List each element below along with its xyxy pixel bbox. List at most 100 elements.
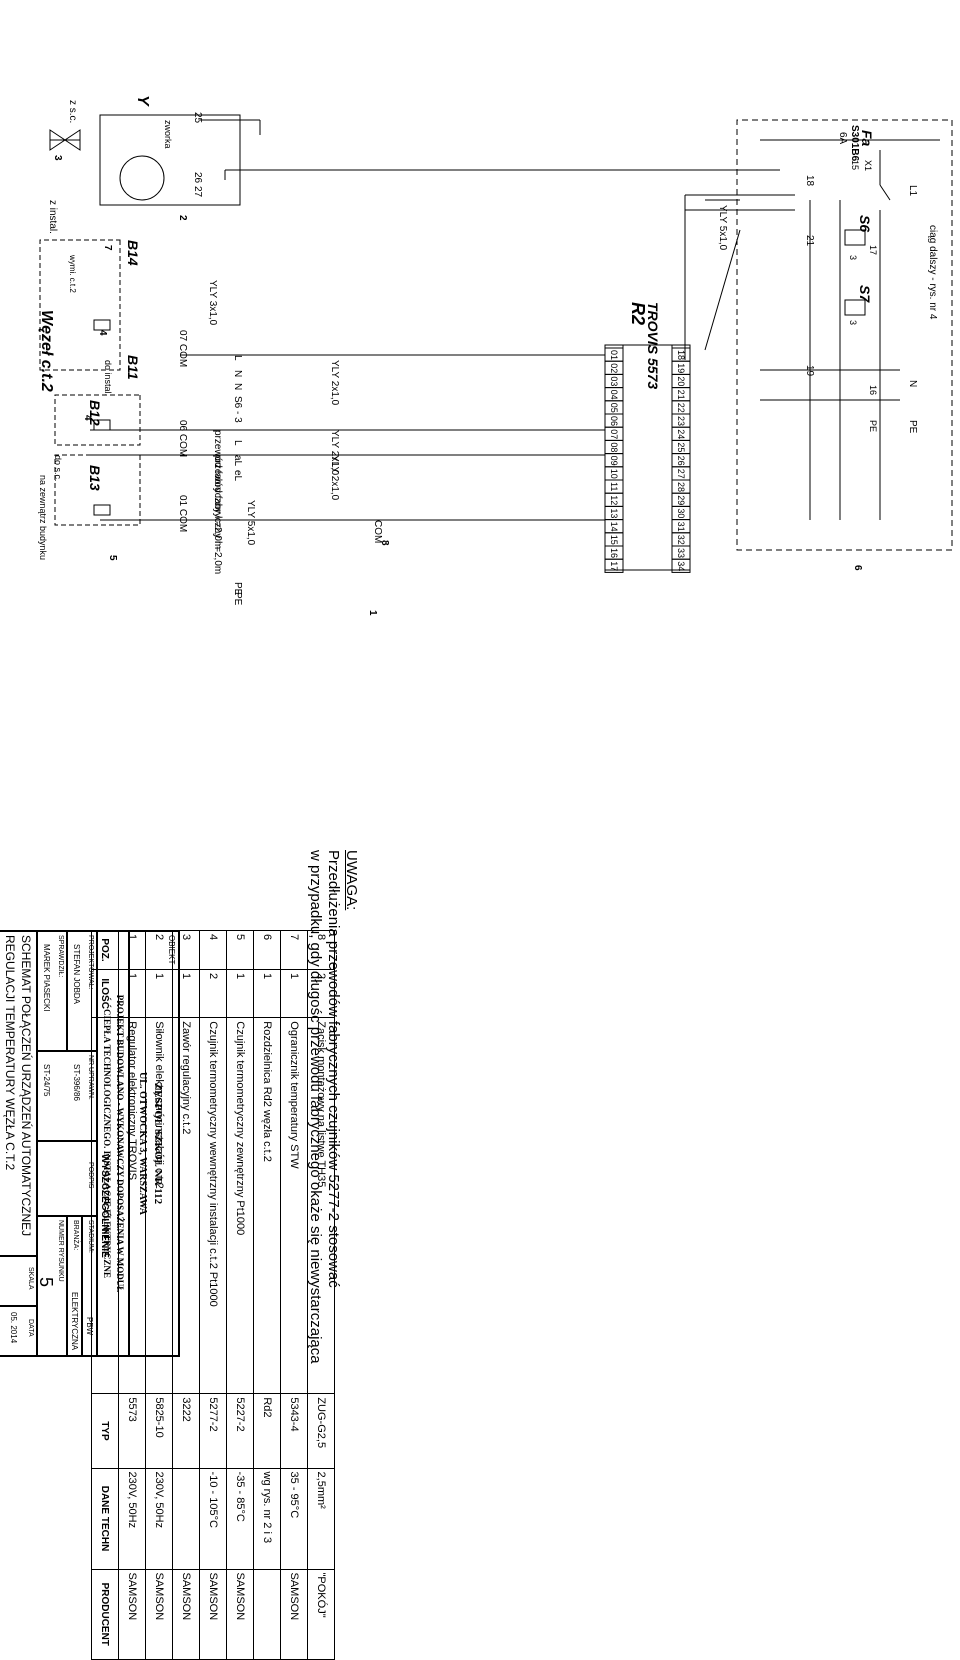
sensor-b12-name: B12: [87, 400, 103, 426]
title-block: OBIEKT ZESPÓŁ SZKÓŁ NR 112 UL. OTWOCKA 3…: [0, 930, 180, 1357]
switch-s6-pin: 3: [848, 255, 858, 260]
terminal-bottom-label: 11: [609, 482, 619, 491]
terminal-top-label: 18: [676, 350, 686, 360]
tb-scale-label: SKALA: [27, 1267, 34, 1290]
controller-name: R2: [628, 302, 648, 325]
power-label-l: L: [232, 355, 243, 361]
tb-title-cell: SCHEMAT POŁĄCZEŃ URZĄDZEŃ AUTOMATYCZNEJ …: [0, 931, 37, 1256]
tb-sign-label: PODPIS: [87, 1162, 94, 1189]
terminal-top-label: 32: [676, 535, 686, 545]
terminal-top-box: [671, 558, 691, 573]
cable-factory2: przewód fabryczny l =2,0m: [212, 455, 223, 574]
terminal-bottom-label: 05: [609, 403, 619, 413]
switchboard-enclosure: [736, 119, 953, 551]
power-label-al: aL: [232, 455, 243, 467]
power-label-n1: N: [232, 370, 243, 377]
tb-perm-label: NR UPRAWN.: [87, 1055, 94, 1100]
terminal-top-label: 22: [676, 403, 686, 413]
fuse-rating: 6A: [837, 132, 848, 145]
parts-cell: 5343-4: [280, 1393, 308, 1469]
tb-object-label: OBIEKT: [167, 935, 176, 965]
left-label-n: N: [907, 380, 918, 387]
parts-header-cell: TYP: [91, 1393, 119, 1469]
sensor-box-b12: [54, 394, 141, 446]
fuse-name: Fa: [859, 130, 875, 147]
parts-cell: 5: [226, 930, 254, 970]
terminal-bottom-label: 12: [609, 495, 619, 505]
sensor-b13-dest: na zewnątrz budynku: [38, 475, 48, 560]
terminal-bottom-label: 14: [609, 522, 619, 532]
terminal-bottom-label: 13: [609, 508, 619, 518]
tb-drawing-no: 5: [36, 1277, 56, 1288]
power-label-n2: N: [232, 383, 243, 390]
com-label: COM: [372, 520, 383, 543]
fuse-pin17: 17: [868, 245, 878, 255]
sensor-b14-name: B14: [125, 240, 141, 266]
tb-designer: STEFAN JOBDA: [72, 944, 81, 1005]
tb-branch-label: BRANŻA:: [72, 1220, 79, 1251]
note-title: UWAGA:: [343, 850, 360, 911]
parts-header-cell: DANE TECHN: [91, 1468, 119, 1569]
tb-sign-cell: PODPIS: [37, 1141, 97, 1216]
parts-cell: 1: [280, 969, 308, 1018]
actuator-name: Y: [134, 95, 151, 107]
terminal-bottom-label: 09: [609, 456, 619, 466]
sensor-box-b13: [54, 454, 141, 526]
terminal-top-label: 20: [676, 376, 686, 386]
marker-4a: 4: [97, 330, 108, 336]
terminal-bottom-label: 02: [609, 363, 619, 373]
actuator-term-26: 26: [192, 172, 203, 184]
parts-cell: Zacisk montażowy na listwę TH35: [307, 1017, 335, 1394]
sensor-b11-dest: do instal.: [103, 360, 113, 396]
parts-header-cell: PRODUCENT: [91, 1569, 119, 1660]
cable-small: YLY 3x1,0: [207, 280, 218, 326]
actuator-term-27: 27: [192, 186, 203, 198]
parts-cell: [172, 1468, 200, 1569]
tb-stage: PBW: [85, 1317, 94, 1336]
parts-cell: 6: [253, 930, 281, 970]
controller-model: TROVIS 5573: [645, 302, 661, 389]
marker-3: 3: [52, 155, 63, 161]
power-label-pe1: PE: [232, 582, 243, 596]
parts-cell: ZUG-G2,5: [307, 1393, 335, 1469]
tb-project-cell: PROJEKT BUDOWLANO - WYKONAWCZY DOPOSAŻEN…: [97, 931, 129, 1356]
cable-sensor1: YLY 2x1,0: [329, 360, 340, 406]
power-label-pe2: PE: [232, 592, 243, 606]
wire-21: 21: [804, 235, 815, 247]
parts-cell: 2: [307, 969, 335, 1018]
terminal-bottom-label: 07: [609, 429, 619, 439]
tb-checker-cell: SPRAWDZIŁ: MAREK PIASECKI: [37, 931, 67, 1051]
sensor-b12-com: 06 COM: [177, 420, 188, 457]
marker-4b: 4: [82, 415, 93, 421]
left-label-pe: PE: [907, 420, 918, 434]
parts-cell: 5277-2: [199, 1393, 227, 1469]
parts-cell: "POKÓJ": [307, 1569, 335, 1660]
sensor-b11-name: B11: [125, 355, 141, 380]
parts-cell: 230V, 50Hz: [145, 1468, 173, 1569]
tb-project-line2: CIEPŁA TECHNOLOGICZNEGO. INSTALACJE ELEK…: [102, 1009, 112, 1278]
valve-from-instal: z instal.: [47, 200, 58, 234]
parts-cell: 3222: [172, 1393, 200, 1469]
actuator-term-25: 25: [192, 112, 203, 124]
tb-drawing-label: NUMER RYSUNKU: [57, 1220, 64, 1282]
cable-main: YLY 5x1,0: [245, 500, 256, 546]
fuse-pin16: 16: [868, 385, 878, 395]
cable-sensor2: YLY 2x1,0: [329, 430, 340, 476]
marker-2: 2: [177, 215, 188, 221]
parts-cell: 2,5mm²: [307, 1468, 335, 1569]
tb-date: 05. 2014: [9, 1312, 18, 1344]
terminal-top-label: 29: [676, 495, 686, 505]
marker-7: 7: [102, 245, 113, 251]
tb-object-address: UL. OTWOCKA 3, WARSZAWA: [137, 1072, 148, 1215]
actuator-box: [99, 114, 241, 206]
tb-designer-cell: PROJEKTOWAŁ: STEFAN JOBDA: [67, 931, 97, 1051]
power-label-el: eL: [232, 470, 243, 482]
sensor-b12-dest: do s.c.: [53, 455, 63, 482]
